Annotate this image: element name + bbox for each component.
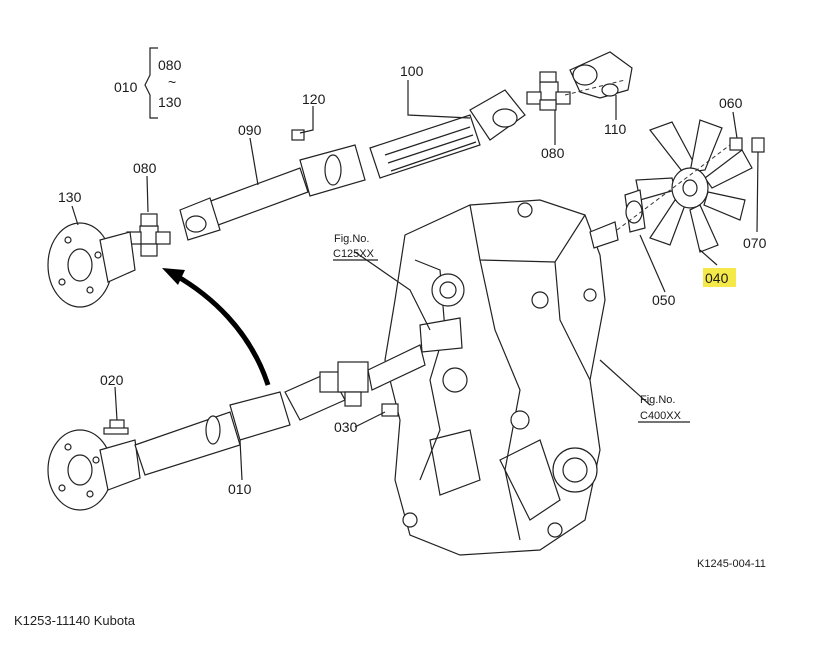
- highlight-040: [703, 268, 736, 287]
- direction-arrow: [162, 268, 271, 386]
- fan-040: [635, 119, 753, 253]
- label-range-tilde: ~: [168, 74, 176, 90]
- parts-diagram: 010 080 ~ 130 100 120 090 080 110 060 13…: [47, 47, 767, 570]
- image-caption: K1253-11140 Kubota: [14, 613, 135, 628]
- alignment-lines: [564, 79, 731, 231]
- label-fig-c400: C400XX: [640, 410, 682, 422]
- label-020: 020: [100, 372, 124, 388]
- label-030: 030: [334, 419, 358, 435]
- lower-drive-shaft: [47, 344, 426, 511]
- label-090: 090: [238, 122, 262, 138]
- label-fig-c125: C125XX: [333, 248, 375, 260]
- bolt-120: [291, 129, 305, 141]
- label-range-start: 080: [158, 57, 182, 73]
- label-100: 100: [400, 63, 424, 79]
- flange-130: [47, 222, 136, 308]
- label-fig-c400-title: Fig.No.: [640, 394, 675, 406]
- transmission-housing: [384, 199, 619, 556]
- bolt-070: [751, 137, 765, 153]
- label-080-top: 080: [541, 145, 565, 161]
- label-040: 040: [705, 270, 729, 286]
- range-bracket: [144, 47, 158, 119]
- label-110: 110: [604, 121, 627, 137]
- leader-lines: [71, 80, 759, 481]
- label-range-end: 130: [158, 94, 182, 110]
- universal-joint-top: [526, 71, 571, 111]
- label-050: 050: [652, 292, 676, 308]
- label-fig-c125-title: Fig.No.: [334, 233, 369, 245]
- label-130: 130: [58, 189, 82, 205]
- pulley-050: [624, 189, 646, 233]
- label-060: 060: [719, 95, 743, 111]
- label-120: 120: [302, 91, 326, 107]
- upper-drive-shaft: [179, 89, 526, 241]
- yoke-110: [569, 51, 633, 99]
- bolt-020: [103, 419, 129, 435]
- label-070: 070: [743, 235, 767, 251]
- label-010: 010: [228, 481, 252, 497]
- label-ref-code: K1245-004-11: [697, 558, 766, 570]
- universal-joint-mid: [126, 213, 171, 257]
- label-range-prefix: 010: [114, 79, 138, 95]
- bolt-030: [381, 403, 399, 417]
- bolt-060: [729, 137, 743, 151]
- label-080-mid: 080: [133, 160, 157, 176]
